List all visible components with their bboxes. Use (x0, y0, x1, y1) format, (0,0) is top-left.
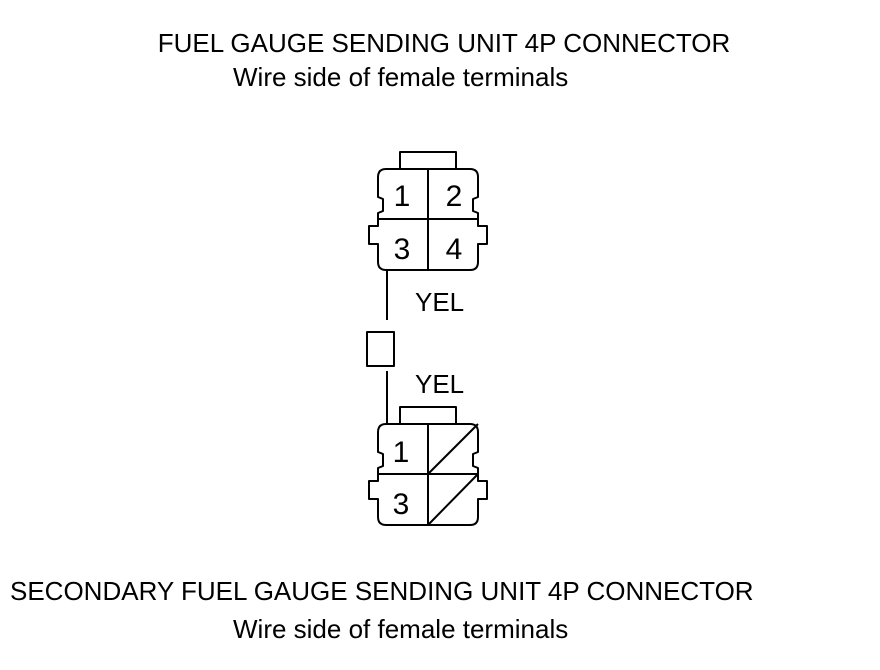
top-connector-title: FUEL GAUGE SENDING UNIT 4P CONNECTOR (157, 28, 731, 58)
top-terminal-2-label: 2 (446, 180, 463, 213)
bottom-connector-body (368, 406, 488, 526)
bottom-connector-subtitle: Wire side of female terminals (233, 614, 569, 644)
wire-junction-box (366, 331, 395, 367)
top-connector-housing (368, 168, 488, 271)
top-connector-latch (399, 151, 457, 170)
top-connector-subtitle: Wire side of female terminals (233, 62, 569, 92)
top-terminal-1-label: 1 (394, 180, 411, 213)
bottom-terminal-3-label: 3 (393, 488, 410, 521)
bottom-connector-latch (399, 406, 457, 425)
top-connector-body (368, 151, 488, 271)
top-terminal-4-label: 4 (446, 233, 463, 266)
bottom-connector-housing (368, 423, 488, 526)
wire-lower-color-label: YEL (415, 369, 464, 399)
top-terminal-3-label: 3 (394, 233, 411, 266)
bottom-connector-unused-cavity-4-slash (427, 473, 479, 526)
bottom-connector-title: SECONDARY FUEL GAUGE SENDING UNIT 4P CON… (10, 576, 754, 606)
bottom-connector-unused-cavity-2-slash (427, 423, 479, 475)
bottom-terminal-1-label: 1 (393, 436, 410, 469)
wire-upper-color-label: YEL (415, 287, 464, 317)
